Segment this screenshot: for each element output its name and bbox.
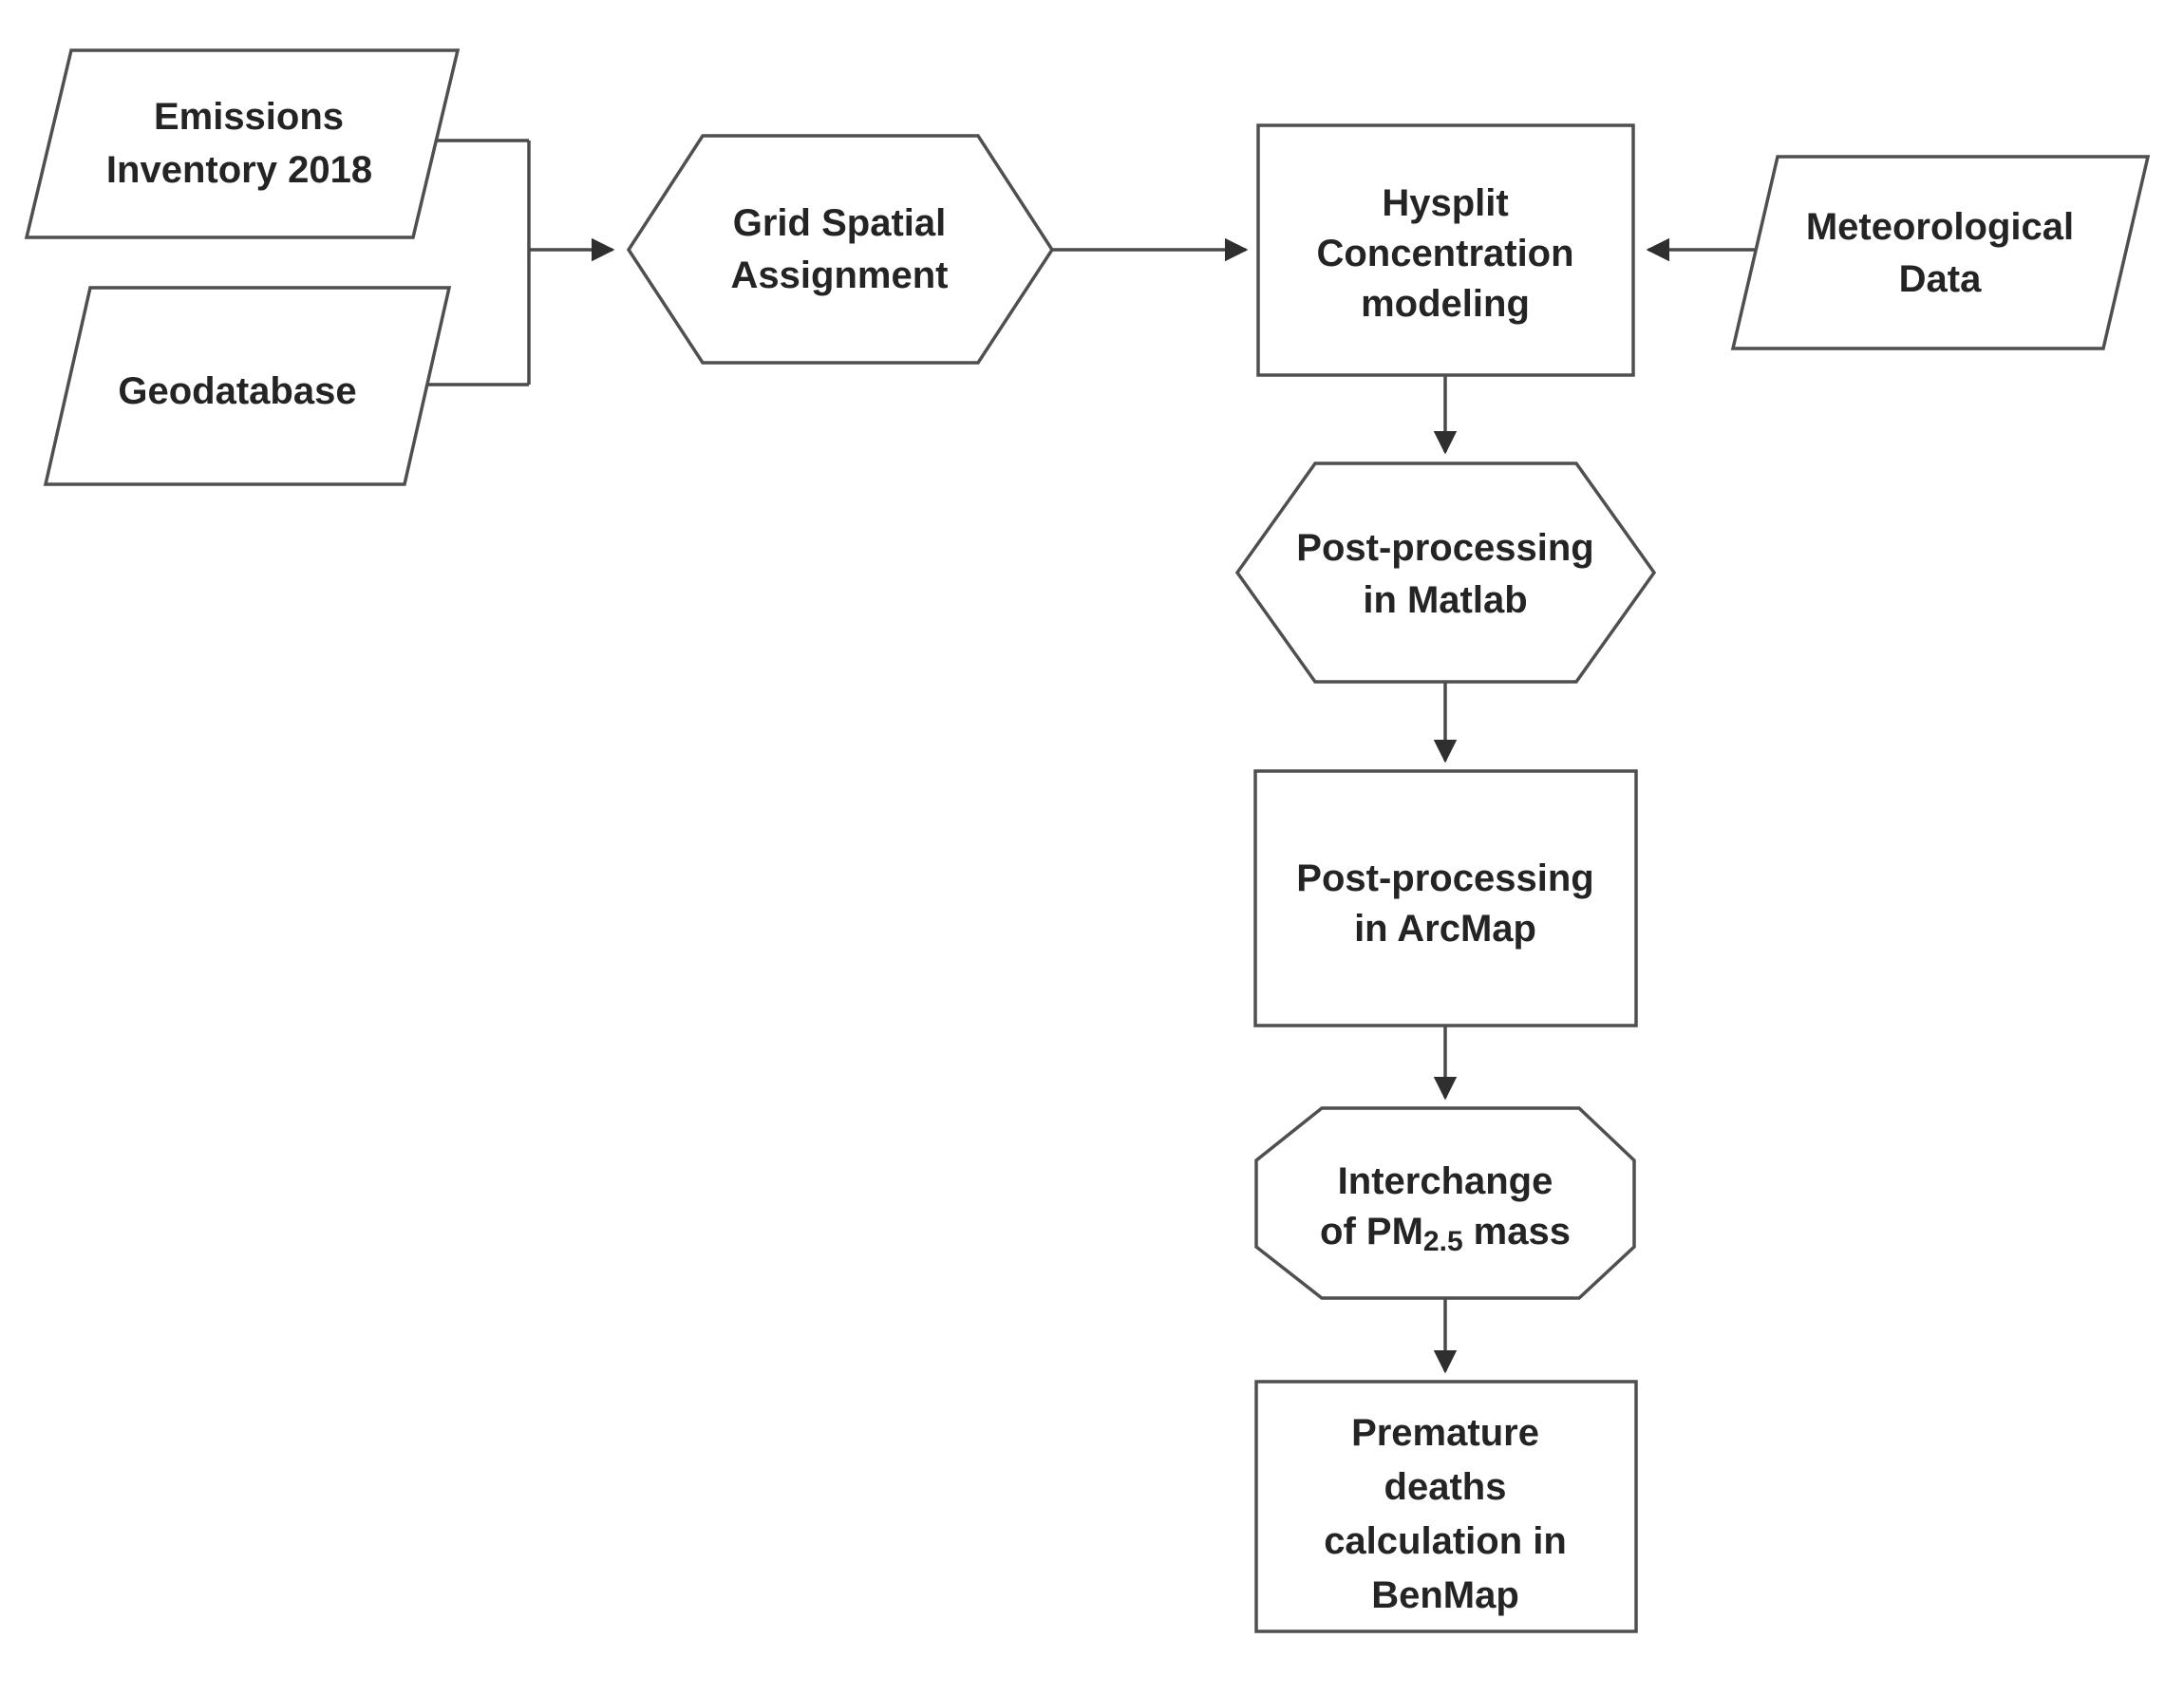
node-grid-spatial-label-line1: Grid Spatial [733, 202, 947, 244]
node-emissions-inventory-label-line2: Inventory 2018 [106, 149, 372, 191]
node-benmap-label-line1: Premature [1351, 1412, 1539, 1454]
node-benmap-label-line3: calculation in [1324, 1520, 1567, 1562]
node-meteorological-label-line1: Meteorological [1806, 206, 2074, 248]
interchange-label-subscript: 2.5 [1423, 1226, 1463, 1257]
node-interchange-pm25 [1254, 1106, 1636, 1300]
node-geodatabase-label: Geodatabase [118, 370, 356, 412]
node-meteorological-data [1730, 155, 2151, 350]
node-emissions-inventory [24, 48, 461, 239]
interchange-label-prefix: of PM [1320, 1211, 1423, 1252]
node-hysplit-label-line1: Hysplit [1382, 182, 1508, 224]
node-arcmap-label-line2: in ArcMap [1354, 908, 1536, 950]
node-benmap-label-line4: BenMap [1371, 1574, 1519, 1616]
node-geodatabase [43, 286, 452, 486]
node-hysplit-label-line3: modeling [1361, 283, 1530, 325]
node-grid-spatial-label-line2: Assignment [731, 254, 949, 296]
node-post-processing-matlab [1234, 461, 1657, 684]
node-hysplit [1256, 123, 1635, 377]
node-matlab-label-line1: Post-processing [1296, 527, 1593, 569]
node-interchange-label-line1: Interchange [1338, 1160, 1553, 1202]
node-emissions-inventory-label-line1: Emissions [154, 96, 344, 138]
node-meteorological-label-line2: Data [1899, 258, 1982, 300]
node-benmap [1254, 1380, 1638, 1633]
node-grid-spatial-assignment [626, 134, 1055, 365]
node-benmap-label-line2: deaths [1384, 1466, 1507, 1508]
node-hysplit-label-line2: Concentration [1316, 233, 1573, 274]
interchange-label-suffix: mass [1474, 1211, 1571, 1252]
node-arcmap-label-line1: Post-processing [1296, 857, 1593, 899]
node-matlab-label-line2: in Matlab [1363, 579, 1527, 621]
node-post-processing-arcmap [1253, 769, 1638, 1027]
node-interchange-label-line2: of PM2.5 mass [1320, 1211, 1571, 1257]
